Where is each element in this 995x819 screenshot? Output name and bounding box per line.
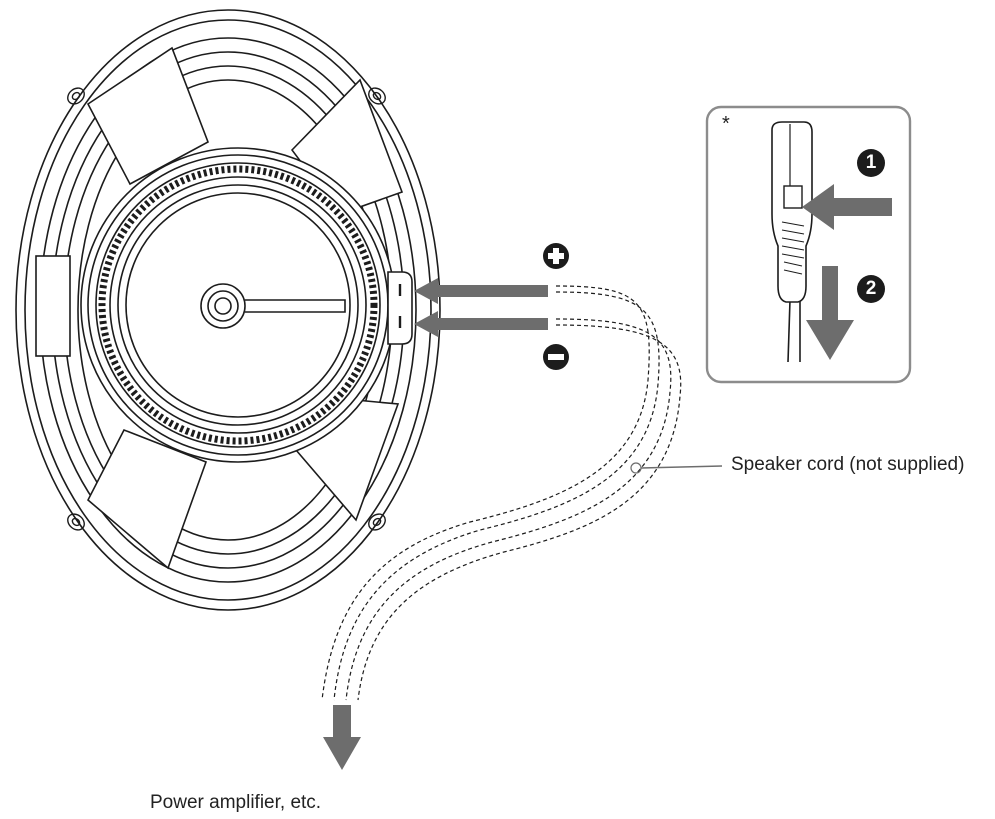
step-1-badge: 1 — [857, 149, 885, 177]
terminal-arrows — [414, 278, 548, 337]
vent-ring — [98, 165, 378, 445]
push-arrow — [802, 184, 892, 230]
connector-inset — [705, 105, 912, 384]
plus-sign-icon — [543, 243, 569, 269]
mounting-holes — [67, 87, 386, 531]
inset-frame — [705, 105, 912, 384]
step-2-badge: 2 — [857, 275, 885, 303]
speaker — [15, 9, 441, 611]
inset-marker: * — [722, 113, 730, 135]
speaker-outer-frame — [15, 9, 441, 611]
power-amplifier-arrow — [323, 705, 361, 770]
negative-terminal-arrow — [414, 311, 548, 337]
positive-terminal-arrow — [414, 278, 548, 304]
spade-connector — [771, 121, 813, 303]
power-amplifier-label: Power amplifier, etc. — [150, 792, 322, 813]
minus-sign-icon — [543, 344, 569, 370]
terminal-block — [387, 271, 413, 345]
internal-lead — [245, 299, 346, 313]
cord-leader-line — [630, 462, 723, 474]
pull-down-arrow — [806, 266, 854, 360]
speaker-cord-label: Speaker cord (not supplied) — [731, 454, 965, 475]
center-cap — [200, 283, 246, 329]
speaker-cord — [321, 285, 682, 701]
